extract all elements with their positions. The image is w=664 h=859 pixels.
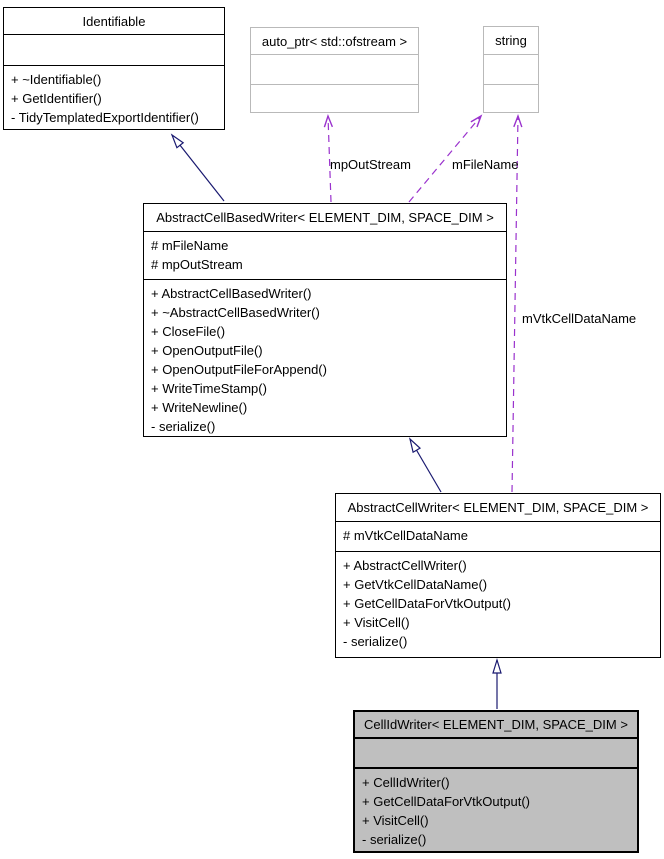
attributes-section [251, 55, 418, 85]
methods-section [484, 85, 538, 112]
method-line: - TidyTemplatedExportIdentifier() [11, 110, 199, 125]
edge-label-mfilename: mFileName [452, 157, 519, 172]
method-line: + CloseFile() [151, 324, 226, 339]
class-title: auto_ptr< std::ofstream > [251, 28, 418, 55]
method-line: + OpenOutputFileForAppend() [151, 362, 327, 377]
method-line: + VisitCell() [343, 615, 410, 630]
class-box-string: string [483, 26, 539, 113]
method-line: - serialize() [343, 634, 408, 649]
edge-label-mpoutstream: mpOutStream [330, 157, 411, 172]
method-line: - serialize() [362, 832, 427, 847]
inheritance-arrow-abstractcellwriter-to-abstractcellbasedwriter [408, 437, 442, 493]
method-line: + GetIdentifier() [11, 91, 102, 106]
method-line: + AbstractCellBasedWriter() [151, 286, 312, 301]
attributes-section [484, 55, 538, 85]
class-box-identifiable[interactable]: Identifiable + ~Identifiable() + GetIden… [3, 7, 225, 130]
method-line: + GetCellDataForVtkOutput() [343, 596, 511, 611]
inheritance-arrow-abstractcellbasedwriter-to-identifiable [170, 133, 225, 202]
method-line: + WriteNewline() [151, 400, 248, 415]
class-title: Identifiable [4, 8, 224, 35]
class-title: AbstractCellBasedWriter< ELEMENT_DIM, SP… [144, 204, 506, 232]
methods-section: + ~Identifiable() + GetIdentifier() - Ti… [4, 66, 224, 129]
attribute-line: # mpOutStream [151, 257, 243, 272]
method-line: + OpenOutputFile() [151, 343, 263, 358]
attributes-section: # mVtkCellDataName [336, 522, 660, 552]
usage-arrow-mvtkcelldataname [511, 113, 523, 493]
attribute-line: # mVtkCellDataName [343, 528, 468, 543]
methods-section: + AbstractCellBasedWriter() + ~AbstractC… [144, 280, 506, 436]
class-box-auto-ptr: auto_ptr< std::ofstream > [250, 27, 419, 113]
method-line: - serialize() [151, 419, 216, 434]
class-title: AbstractCellWriter< ELEMENT_DIM, SPACE_D… [336, 494, 660, 522]
method-line: + VisitCell() [362, 813, 429, 828]
method-line: + CellIdWriter() [362, 775, 450, 790]
edge-label-mvtkcelldataname: mVtkCellDataName [522, 311, 637, 326]
method-line: + AbstractCellWriter() [343, 558, 467, 573]
method-line: + ~Identifiable() [11, 72, 102, 87]
class-box-cell-id-writer[interactable]: CellIdWriter< ELEMENT_DIM, SPACE_DIM > +… [353, 710, 639, 853]
method-line: + WriteTimeStamp() [151, 381, 267, 396]
class-title: CellIdWriter< ELEMENT_DIM, SPACE_DIM > [355, 712, 637, 739]
attributes-section: # mFileName # mpOutStream [144, 232, 506, 280]
attribute-line: # mFileName [151, 238, 229, 253]
methods-section [251, 85, 418, 112]
method-line: + GetVtkCellDataName() [343, 577, 488, 592]
methods-section: + AbstractCellWriter() + GetVtkCellDataN… [336, 552, 660, 657]
method-line: + ~AbstractCellBasedWriter() [151, 305, 320, 320]
class-box-abstract-cell-based-writer[interactable]: AbstractCellBasedWriter< ELEMENT_DIM, SP… [143, 203, 507, 437]
methods-section: + CellIdWriter() + GetCellDataForVtkOutp… [355, 769, 637, 851]
class-box-abstract-cell-writer[interactable]: AbstractCellWriter< ELEMENT_DIM, SPACE_D… [335, 493, 661, 658]
attributes-section [355, 739, 637, 769]
method-line: + GetCellDataForVtkOutput() [362, 794, 530, 809]
class-title: string [484, 27, 538, 55]
attributes-section [4, 35, 224, 66]
